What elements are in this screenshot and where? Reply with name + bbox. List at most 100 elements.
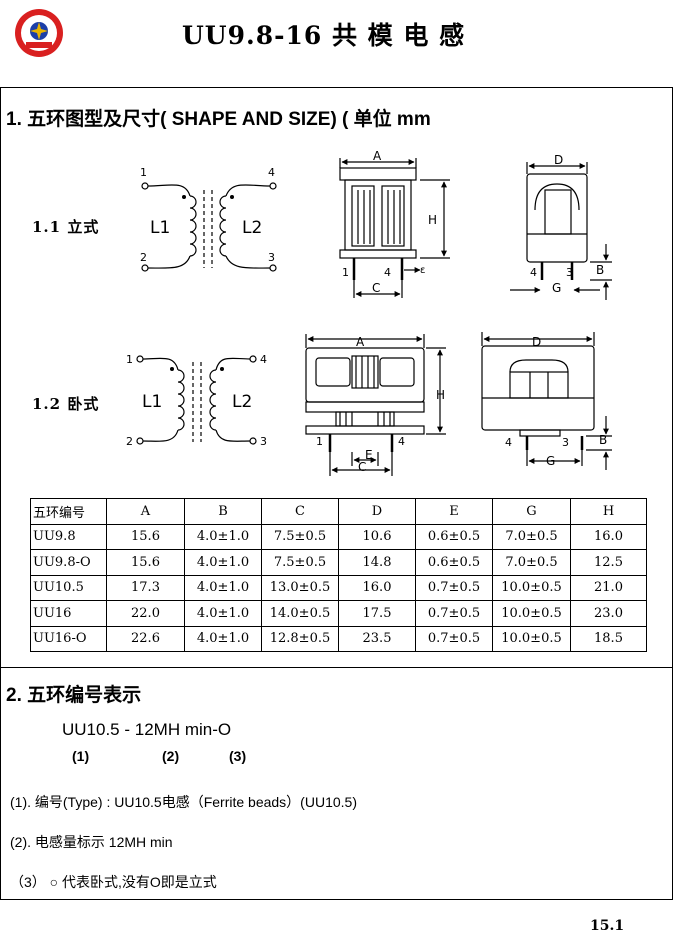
lead-3 <box>225 255 271 269</box>
dim-c-horizontal: C <box>358 460 366 474</box>
horizontal-side-view <box>481 332 612 470</box>
header-b: B <box>184 498 262 525</box>
page-number: 15.1 <box>590 918 625 934</box>
logo-banner <box>26 42 52 48</box>
code-part-1: (1) <box>72 748 90 764</box>
pin-4-side: 4 <box>530 266 537 279</box>
cell-d: 10.6 <box>338 523 416 550</box>
cell-h: 16.0 <box>570 523 647 550</box>
table-row: UU9.8 15.6 4.0±1.0 7.5±0.5 10.6 0.6±0.5 … <box>30 523 647 550</box>
header-d: D <box>338 498 416 525</box>
table-header-row: 五环编号 A B C D E G H <box>30 498 647 525</box>
table-row: UU16-O 22.6 4.0±1.0 12.8±0.5 23.5 0.7±0.… <box>30 625 647 652</box>
dim-c-vertical: C <box>372 281 380 295</box>
cell-d: 23.5 <box>338 625 416 652</box>
cell-c: 12.8±0.5 <box>261 625 339 652</box>
technical-drawings: 1 2 4 3 L1 L2 A H C ε 1 4 <box>126 149 612 476</box>
dim-g-horizontal: G <box>546 454 555 468</box>
horizontal-type-label: 1.2 卧式 <box>32 395 100 413</box>
cell-a: 22.6 <box>106 625 185 652</box>
table-row: UU10.5 17.3 4.0±1.0 13.0±0.5 16.0 0.7±0.… <box>30 574 647 601</box>
cell-e: 0.6±0.5 <box>415 549 493 576</box>
coil-L2-label-h: L2 <box>232 392 252 412</box>
vertical-side-view <box>510 162 612 300</box>
cell-part: UU10.5 <box>30 574 107 601</box>
pin-3-label: 3 <box>268 251 275 264</box>
document-title: UU9.8-16 共 模 电 感 <box>182 21 466 50</box>
dim-b-vertical: B <box>596 263 604 277</box>
cell-a: 17.3 <box>106 574 185 601</box>
cell-a: 22.0 <box>106 600 185 627</box>
lead-4 <box>225 184 271 197</box>
coil-L1-label-h: L1 <box>142 392 162 412</box>
cell-h: 23.0 <box>570 600 647 627</box>
dim-b-horizontal: B <box>599 433 607 447</box>
cell-c: 14.0±0.5 <box>261 600 339 627</box>
cell-a: 15.6 <box>106 549 185 576</box>
cell-g: 10.0±0.5 <box>492 625 571 652</box>
lead-1 <box>147 184 191 197</box>
pin-1-terminal <box>141 182 149 190</box>
dim-g-vertical: G <box>552 281 561 295</box>
cell-part: UU16 <box>30 600 107 627</box>
pin-1-label-h: 1 <box>126 353 133 366</box>
cell-part: UU9.8-O <box>30 549 107 576</box>
note-1: (1). 编号(Type) : UU10.5电感（Ferrite beads）(… <box>10 794 357 810</box>
table-row: UU16 22.0 4.0±1.0 14.0±0.5 17.5 0.7±0.5 … <box>30 600 647 627</box>
polarity-dot-L2 <box>230 195 234 199</box>
pin-3-terminal <box>269 264 277 272</box>
cell-g: 7.0±0.5 <box>492 549 571 576</box>
cell-c: 7.5±0.5 <box>261 523 339 550</box>
coil-L2-label: L2 <box>242 218 262 238</box>
schematic-horizontal <box>136 355 257 445</box>
company-logo <box>15 9 63 57</box>
cell-b: 4.0±1.0 <box>184 600 262 627</box>
dim-epsilon-vertical: ε <box>420 265 425 276</box>
cell-a: 15.6 <box>106 523 185 550</box>
schematic-vertical <box>141 182 277 272</box>
cell-g: 10.0±0.5 <box>492 600 571 627</box>
cell-h: 18.5 <box>570 625 647 652</box>
polarity-dot-L1 <box>182 195 186 199</box>
pin-1-front: 1 <box>342 266 349 279</box>
cell-e: 0.6±0.5 <box>415 523 493 550</box>
section1-title: 1. 五环图型及尺寸( SHAPE AND SIZE) ( 单位 mm <box>6 109 431 130</box>
cell-part: UU9.8 <box>30 523 107 550</box>
pin-3-label-h: 3 <box>260 435 267 448</box>
cell-part: UU16-O <box>30 625 107 652</box>
cell-g: 10.0±0.5 <box>492 574 571 601</box>
pin-4-label-h: 4 <box>260 353 267 366</box>
pin-1-front-h: 1 <box>316 435 323 448</box>
horizontal-front-view <box>305 334 446 476</box>
cell-b: 4.0±1.0 <box>184 549 262 576</box>
pin-3-side: 3 <box>566 266 573 279</box>
cell-e: 0.7±0.5 <box>415 600 493 627</box>
cell-d: 14.8 <box>338 549 416 576</box>
pin-4-terminal <box>269 182 277 190</box>
table-row: UU9.8-O 15.6 4.0±1.0 7.5±0.5 14.8 0.6±0.… <box>30 549 647 576</box>
pin-4-side-h: 4 <box>505 436 512 449</box>
vertical-type-label: 1.1 立式 <box>32 218 100 236</box>
note-2: (2). 电感量标示 12MH min <box>10 834 173 850</box>
polarity-dot-L1-h <box>170 367 174 371</box>
header-h: H <box>570 498 647 525</box>
dimension-table: 五环编号 A B C D E G H UU9.8 15.6 4.0±1.0 7.… <box>30 498 647 652</box>
pin-4-front-h: 4 <box>398 435 405 448</box>
header-a: A <box>106 498 185 525</box>
pin-1-label: 1 <box>140 166 147 179</box>
pin-3-side-h: 3 <box>562 436 569 449</box>
cell-b: 4.0±1.0 <box>184 523 262 550</box>
cell-d: 16.0 <box>338 574 416 601</box>
cell-b: 4.0±1.0 <box>184 625 262 652</box>
pin-2-label: 2 <box>140 251 147 264</box>
header-e: E <box>415 498 493 525</box>
vertical-front-view <box>339 158 450 298</box>
top-flange <box>339 167 417 181</box>
dim-a-vertical: A <box>373 149 382 163</box>
dim-d-vertical: D <box>554 153 563 167</box>
cell-e: 0.7±0.5 <box>415 625 493 652</box>
dim-d-horizontal: D <box>532 335 541 349</box>
code-part-3: (3) <box>229 748 247 764</box>
dim-h-vertical: H <box>428 213 437 227</box>
cell-h: 21.0 <box>570 574 647 601</box>
